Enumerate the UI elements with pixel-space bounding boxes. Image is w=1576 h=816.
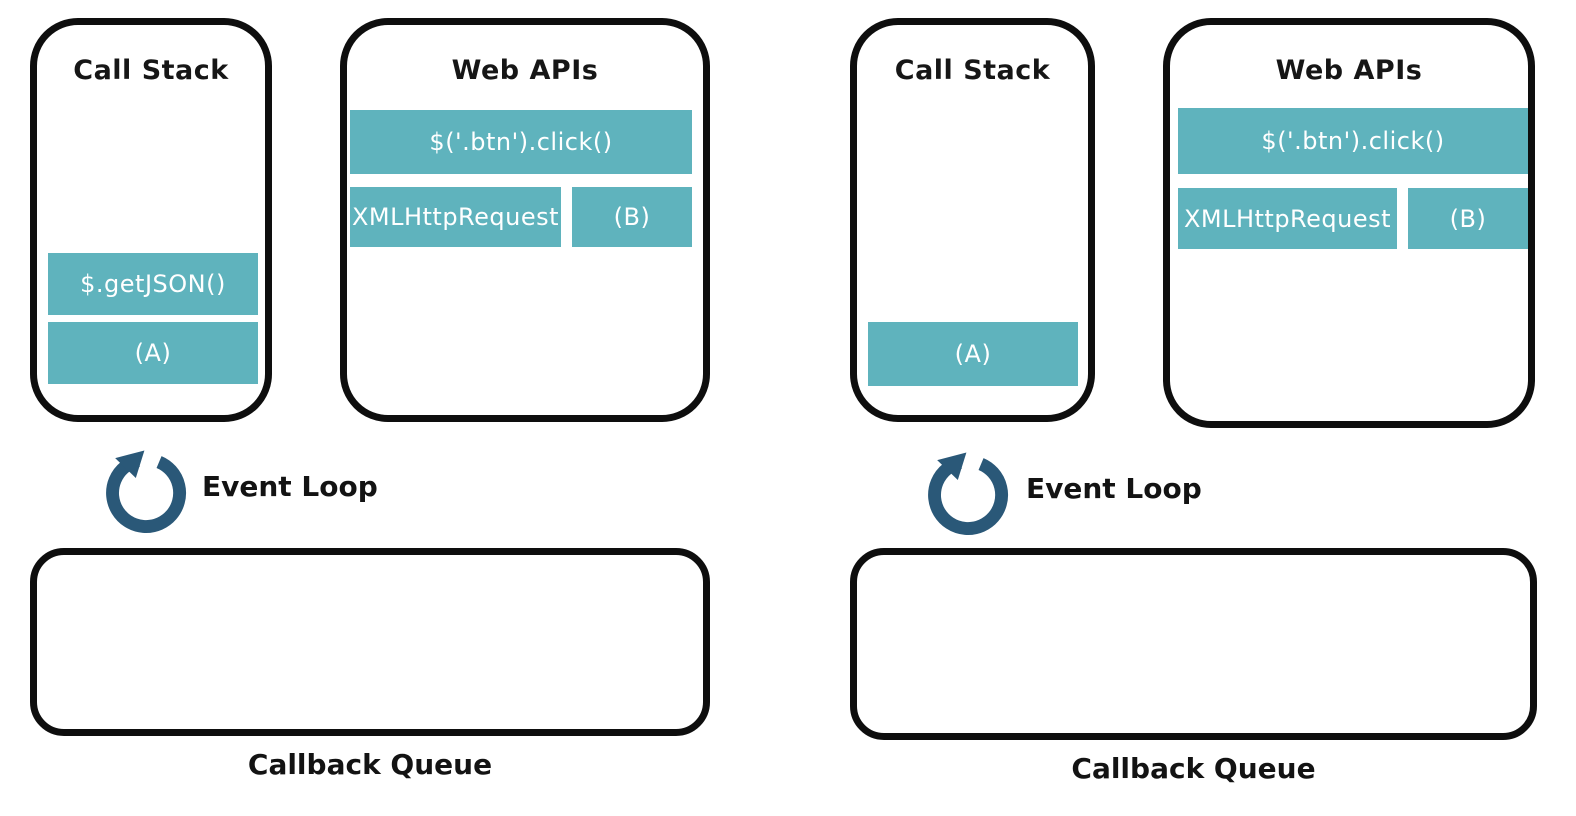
event-loop-icon (106, 450, 187, 533)
callback-queue-label: Callback Queue (247, 748, 493, 781)
callback-queue-box (30, 548, 710, 736)
stack-frame-a: (A) (48, 322, 258, 384)
callback-queue-box (850, 548, 1537, 740)
webapi-task-b: (B) (1408, 188, 1528, 249)
web-apis-title: Web APIs (1275, 55, 1423, 86)
webapi-task-click: $('.btn').click() (350, 110, 692, 174)
webapi-task-xhr: XMLHttpRequest (350, 187, 561, 247)
webapi-task-b: (B) (572, 187, 692, 247)
event-loop-label: Event Loop (1026, 472, 1202, 505)
web-apis-title: Web APIs (451, 55, 599, 86)
webapi-task-click: $('.btn').click() (1178, 108, 1528, 174)
call-stack-title: Call Stack (894, 55, 1051, 86)
call-stack-title: Call Stack (73, 55, 229, 86)
callback-queue-label: Callback Queue (1071, 752, 1316, 785)
stack-frame-getjson: $.getJSON() (48, 253, 258, 315)
event-loop-icon (928, 452, 1009, 535)
event-loop-label: Event Loop (202, 470, 378, 503)
stack-frame-a: (A) (868, 322, 1078, 386)
webapi-task-xhr: XMLHttpRequest (1178, 188, 1397, 249)
